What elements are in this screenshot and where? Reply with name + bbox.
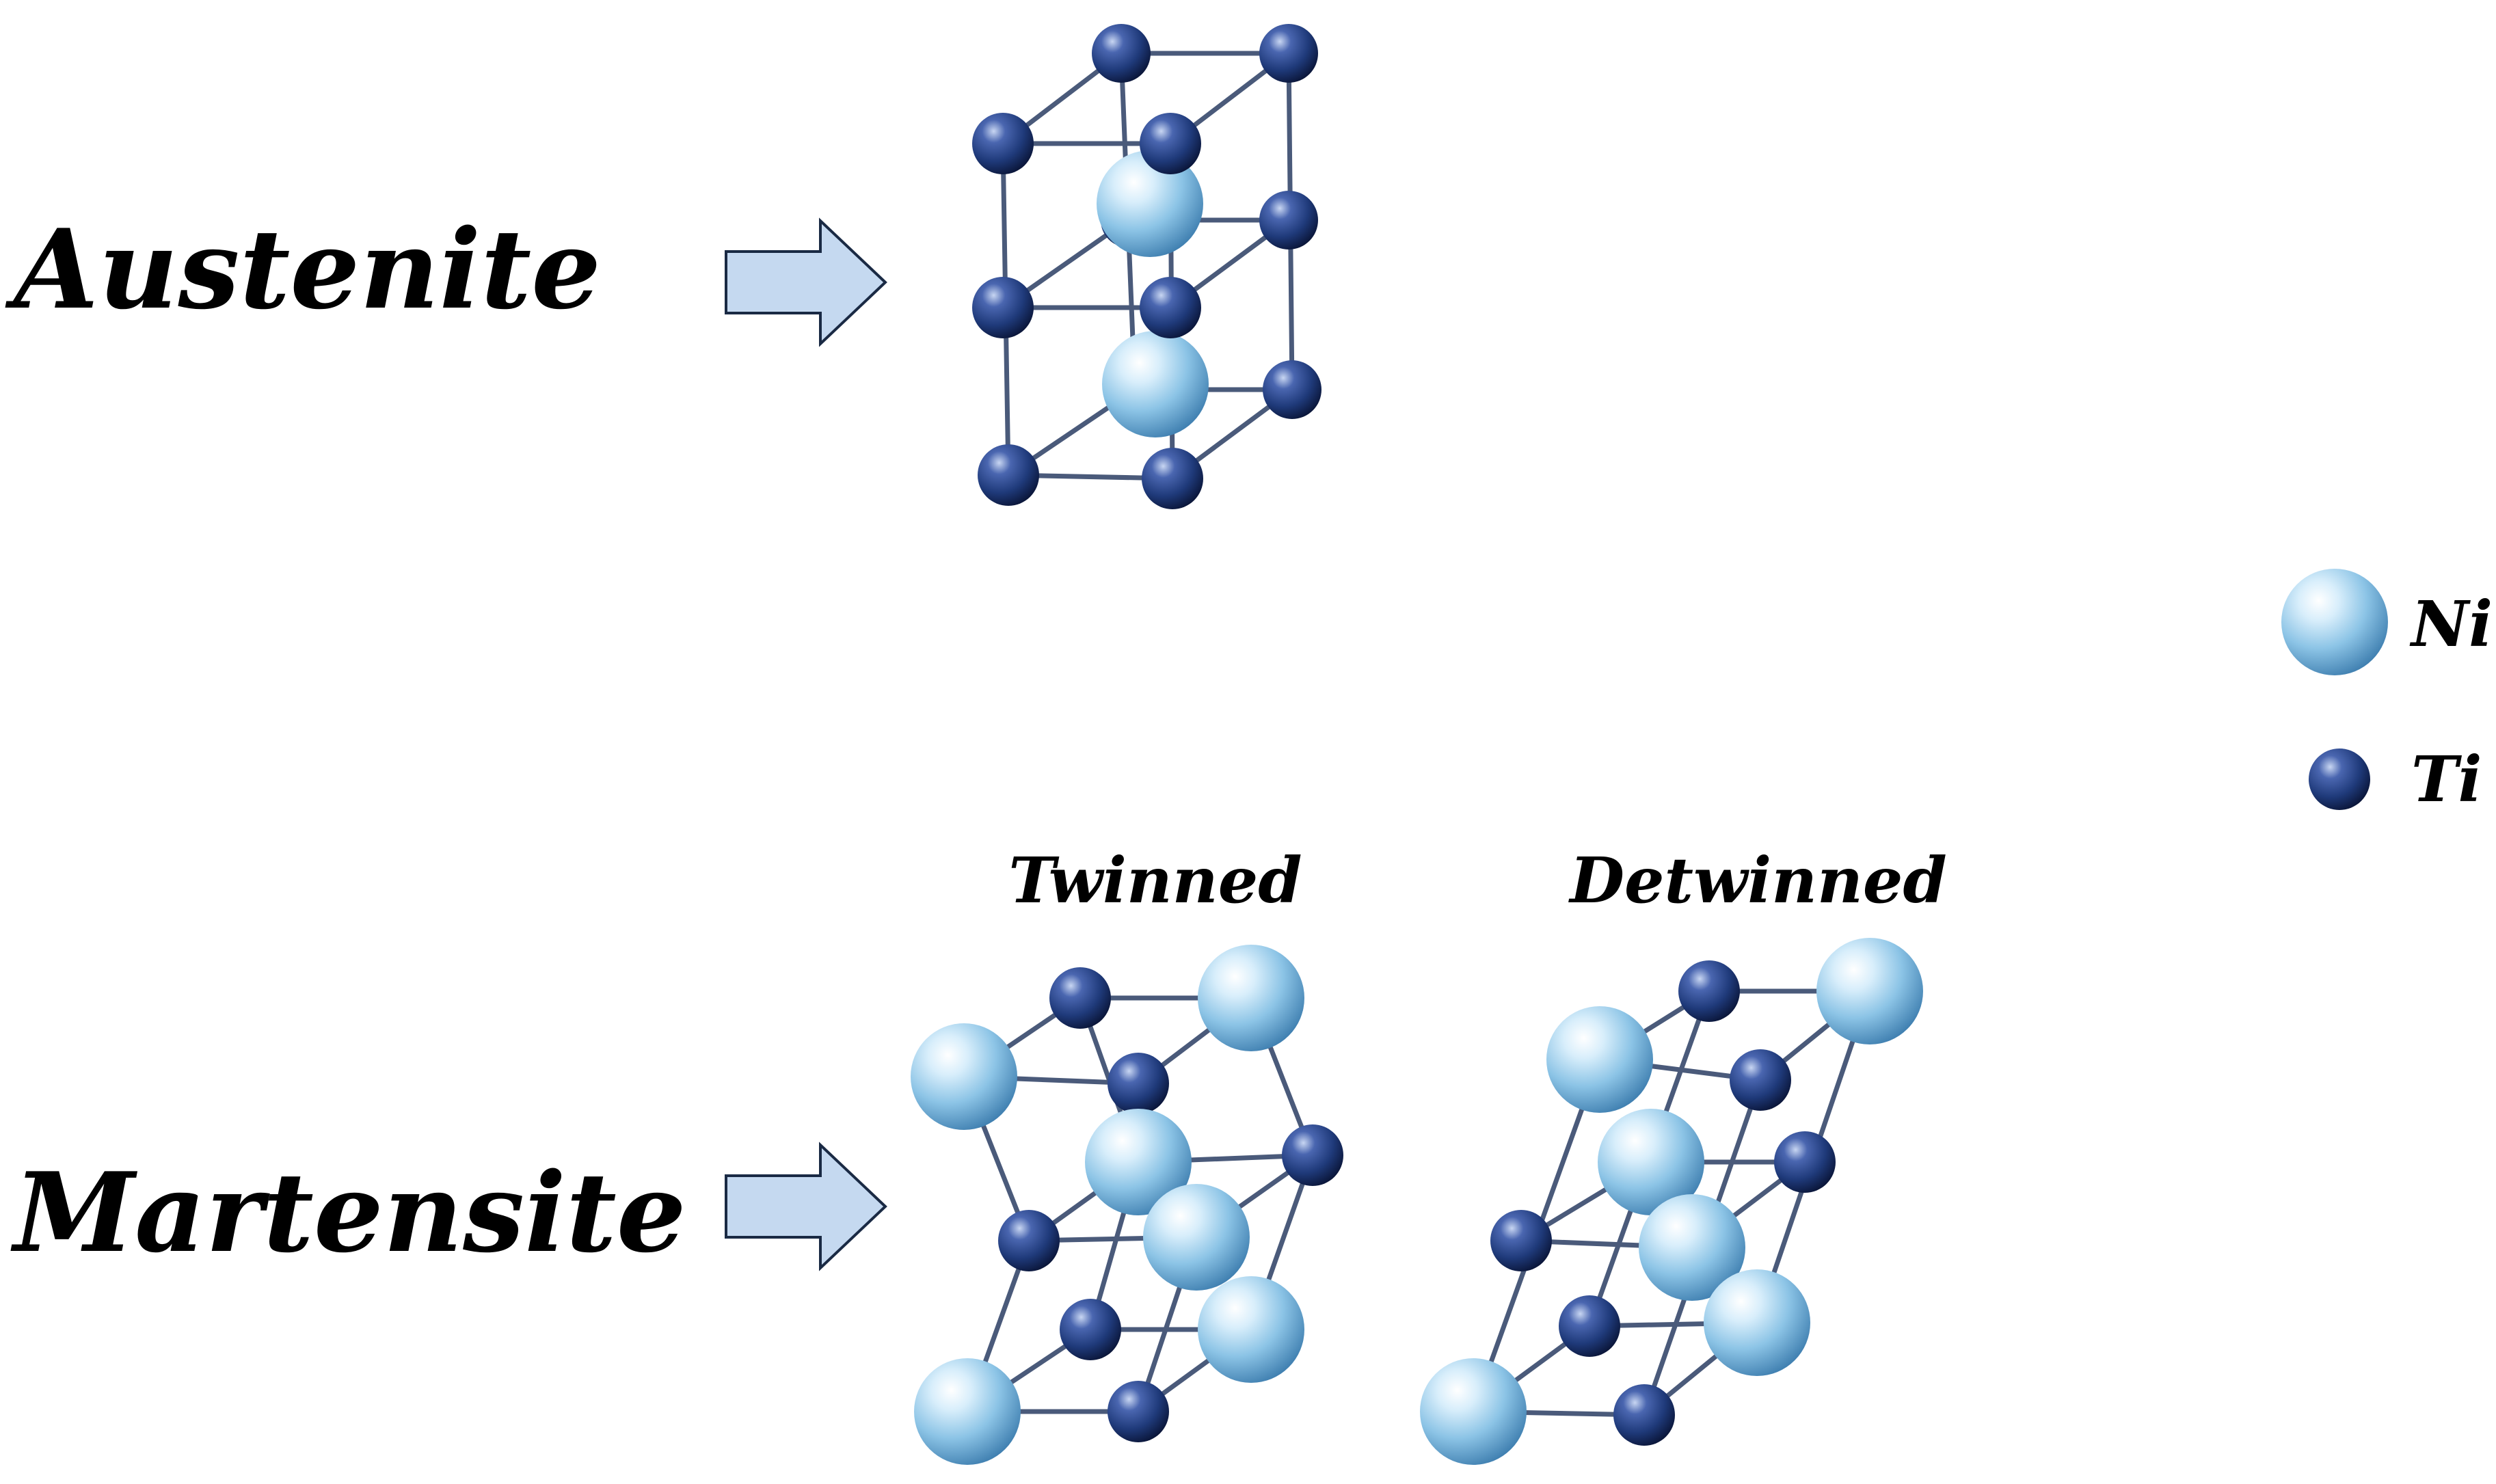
ni-atom-icon <box>1143 1184 1250 1291</box>
ni-atom-icon <box>1546 1006 1653 1113</box>
ni-atom-icon <box>1420 1358 1527 1465</box>
ti-atom-icon <box>1140 277 1201 338</box>
ti-atom-icon <box>1730 1049 1791 1111</box>
ni-atom-icon <box>1598 1109 1704 1215</box>
ni-atom-icon <box>914 1358 1021 1465</box>
ni-atom-icon <box>911 1023 1017 1130</box>
ni-atom-icon <box>2281 569 2388 675</box>
ti-atom-icon <box>1060 1299 1121 1360</box>
ni-atom-icon <box>1816 938 1923 1044</box>
ti-atom-icon <box>1559 1295 1620 1357</box>
ti-atom-icon <box>998 1210 1060 1271</box>
ti-atom-icon <box>1490 1210 1552 1271</box>
detwinned-label: Detwinned <box>1568 844 1947 917</box>
ti-atom-icon <box>978 444 1039 506</box>
ni-atom-icon <box>1102 331 1209 437</box>
right-arrow-icon <box>725 217 887 347</box>
legend-ni-label: Ni <box>2409 587 2493 661</box>
ti-atom-icon <box>1678 960 1740 1022</box>
twinned-martensite-structure <box>911 945 1343 1465</box>
ni-atom-icon <box>1198 945 1304 1051</box>
ti-atom-icon <box>1049 967 1111 1029</box>
ti-atom-icon <box>1263 360 1321 419</box>
austenite-arrow <box>725 217 887 347</box>
austenite-structure <box>972 24 1321 509</box>
ti-atom-icon <box>1259 24 1318 83</box>
ti-atom-icon <box>1142 448 1203 509</box>
austenite-label: Austenite <box>5 205 601 334</box>
ti-atom-icon <box>1282 1124 1343 1186</box>
ti-atom-icon <box>972 113 1034 174</box>
ti-atom-icon <box>1613 1384 1675 1446</box>
ti-atom-icon <box>1108 1381 1169 1442</box>
ni-atom-icon <box>1085 1109 1192 1215</box>
ni-atom-icon <box>1198 1276 1304 1383</box>
ti-atom-icon <box>1774 1131 1836 1193</box>
ti-atom-icon <box>1140 113 1201 174</box>
martensite-arrow <box>725 1142 887 1271</box>
martensite-label: Martensite <box>10 1148 686 1277</box>
ni-atom-icon <box>1704 1269 1810 1376</box>
ti-atom-icon <box>972 277 1034 338</box>
ti-atom-icon <box>1092 24 1151 83</box>
ni-atom-icon <box>1097 150 1203 257</box>
twinned-label: Twinned <box>1008 844 1302 917</box>
ti-atom-icon <box>1108 1053 1169 1114</box>
detwinned-martensite-structure <box>1420 938 1923 1465</box>
legend-ti-label: Ti <box>2411 742 2482 816</box>
ti-atom-icon <box>1259 191 1318 249</box>
ni-atom-icon <box>1639 1194 1745 1301</box>
ti-atom-icon <box>2309 748 2370 810</box>
right-arrow-icon <box>725 1142 887 1271</box>
legend: Ni Ti <box>2281 569 2493 816</box>
